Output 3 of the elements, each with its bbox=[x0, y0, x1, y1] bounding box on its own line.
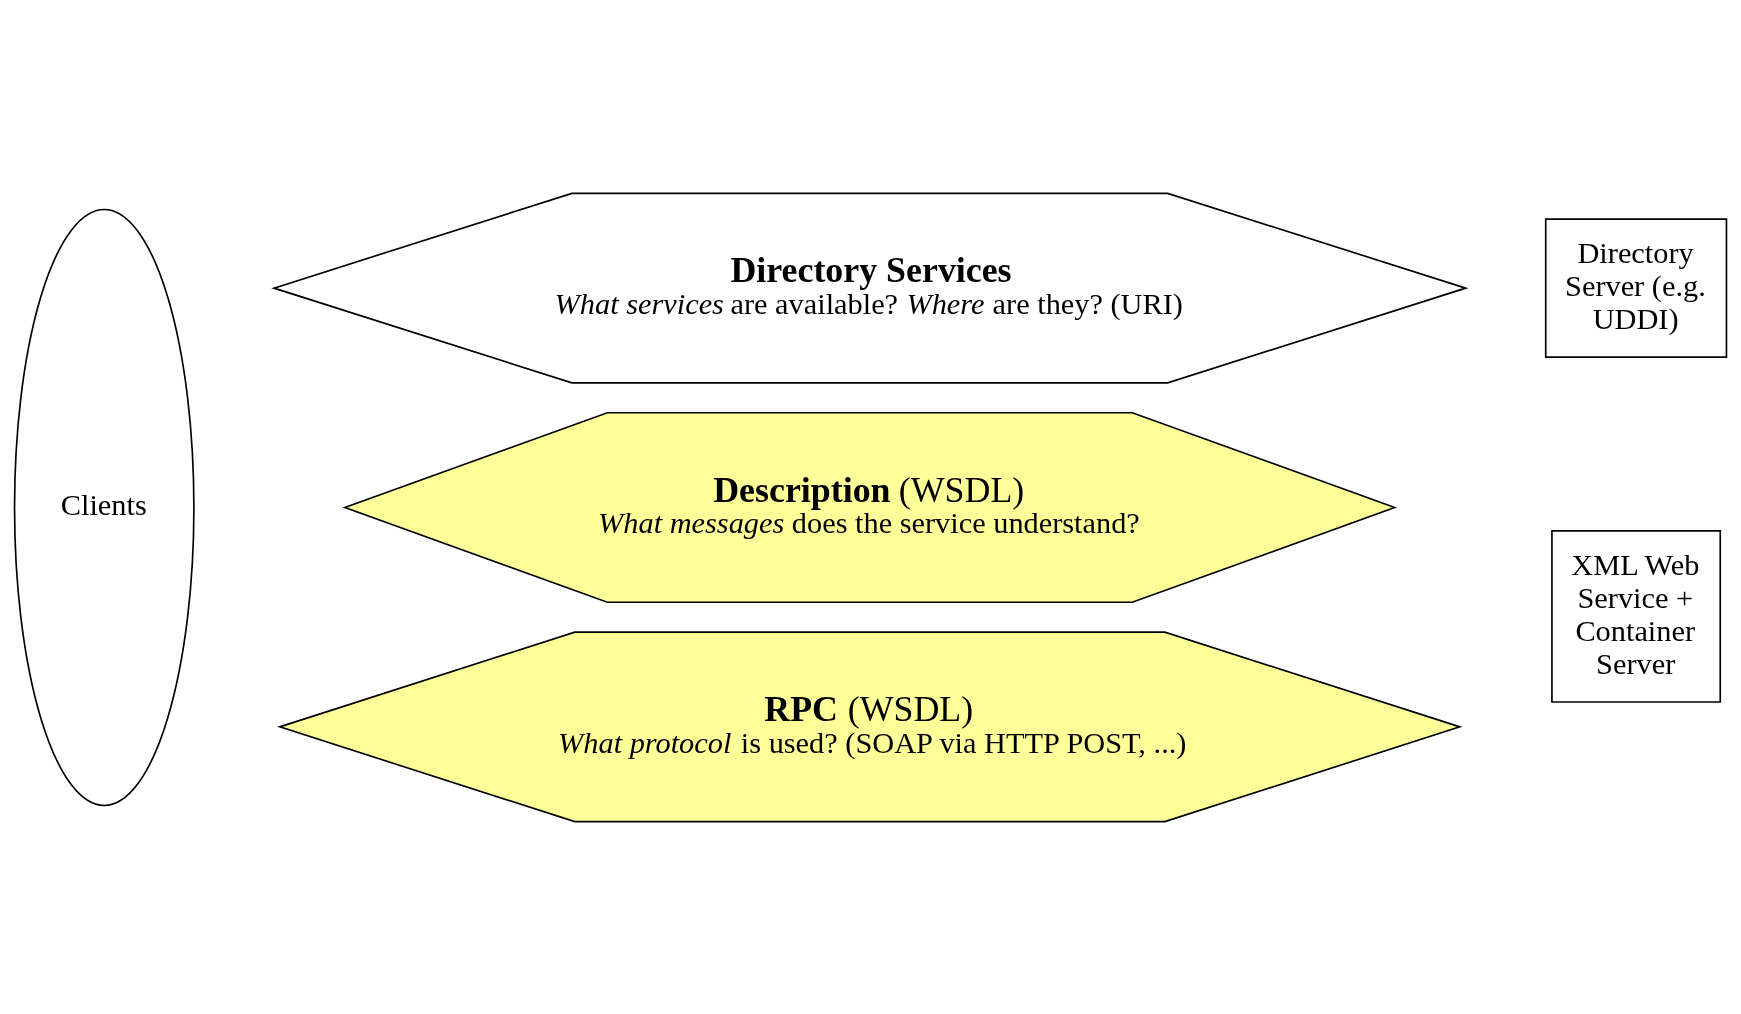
node-box: Directory Server (e.g. UDDI) bbox=[1544, 217, 1728, 358]
node-box: XML Web Service + Container Server bbox=[1551, 529, 1722, 703]
node-ellipse: Clients bbox=[13, 208, 195, 806]
